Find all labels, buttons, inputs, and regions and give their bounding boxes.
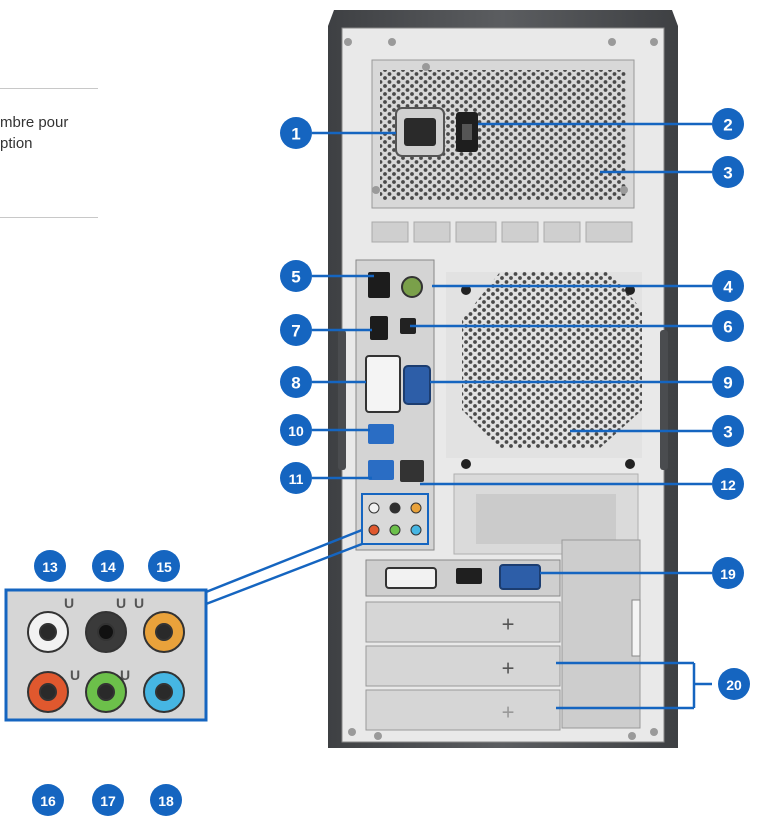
svg-text:U: U [64, 595, 74, 611]
vga-port [403, 365, 431, 405]
svg-text:12: 12 [720, 477, 736, 493]
callout-badge-10: 10 [280, 414, 312, 446]
svg-text:17: 17 [100, 793, 116, 809]
svg-text:5: 5 [291, 268, 300, 287]
graphics-vga-port [499, 564, 541, 590]
svg-text:8: 8 [291, 374, 300, 393]
svg-text:19: 19 [720, 566, 736, 582]
callout-leader-lines [205, 122, 712, 710]
svg-text:10: 10 [288, 423, 304, 439]
power-supply-unit [371, 59, 635, 209]
usb3-ports [368, 424, 394, 444]
usb3-ports-2 [368, 460, 394, 480]
svg-text:13: 13 [42, 559, 58, 575]
callout-badges: 1 2 3 5 4 7 6 8 9 10 3 11 12 19 20 13 14… [32, 108, 750, 816]
callout-badge-18: 18 [150, 784, 182, 816]
svg-text:+: + [502, 612, 515, 637]
ps2-port [401, 276, 423, 298]
graphics-dvi-port [385, 567, 437, 589]
io-shield [355, 259, 435, 551]
svg-text:U: U [70, 667, 80, 683]
svg-text:1: 1 [291, 125, 300, 144]
cropped-note-box: mbre pour ption [0, 88, 98, 218]
callout-badge-12: 12 [712, 468, 744, 500]
dvi-port [365, 355, 401, 413]
callout-badge-2: 2 [712, 108, 744, 140]
svg-text:3: 3 [723, 423, 732, 442]
lan-port [400, 460, 424, 482]
svg-text:14: 14 [100, 559, 116, 575]
svg-text:U: U [134, 595, 144, 611]
svg-text:9: 9 [723, 374, 732, 393]
callout-badge-15: 15 [148, 550, 180, 582]
svg-text:U: U [116, 595, 126, 611]
svg-text:7: 7 [291, 322, 300, 341]
svg-text:20: 20 [726, 677, 742, 693]
note-text-line-1: mbre pour [0, 114, 69, 131]
callout-badge-13: 13 [34, 550, 66, 582]
usb2-ports [368, 272, 390, 298]
callout-badge-8: 8 [280, 366, 312, 398]
graphics-hdmi-port [456, 568, 482, 584]
svg-text:15: 15 [156, 559, 172, 575]
callout-badge-7: 7 [280, 314, 312, 346]
callout-badge-5: 5 [280, 260, 312, 292]
callout-badge-4: 4 [712, 270, 744, 302]
optical-spdif-port [400, 318, 416, 334]
svg-text:+: + [502, 700, 515, 725]
callout-badge-1: 1 [280, 117, 312, 149]
callout-badge-16: 16 [32, 784, 64, 816]
callout-badge-3: 3 [712, 156, 744, 188]
callout-badge-9: 9 [712, 366, 744, 398]
callout-badge-17: 17 [92, 784, 124, 816]
vent-slots [371, 221, 633, 243]
svg-text:2: 2 [723, 116, 732, 135]
rear-fan-vent [446, 272, 642, 469]
svg-text:11: 11 [289, 471, 304, 487]
callout-badge-19: 19 [712, 557, 744, 589]
svg-text:4: 4 [723, 278, 733, 297]
callout-badge-20: 20 [718, 668, 750, 700]
svg-text:3: 3 [723, 164, 732, 183]
callout-badge-14: 14 [92, 550, 124, 582]
note-text-line-2: ption [0, 135, 33, 152]
svg-text:U: U [120, 667, 130, 683]
svg-text:6: 6 [723, 318, 732, 337]
lower-case-panel [453, 473, 639, 555]
callout-badge-6: 6 [712, 310, 744, 342]
svg-text:+: + [502, 656, 515, 681]
usb2-ports-2 [370, 316, 388, 340]
svg-text:16: 16 [40, 793, 56, 809]
svg-text:18: 18 [158, 793, 174, 809]
callout-badge-3b: 3 [712, 415, 744, 447]
expansion-slots: + + + [365, 539, 641, 731]
callout-badge-11: 11 [280, 462, 312, 494]
audio-jacks-zoom: U U U U U [4, 588, 208, 722]
